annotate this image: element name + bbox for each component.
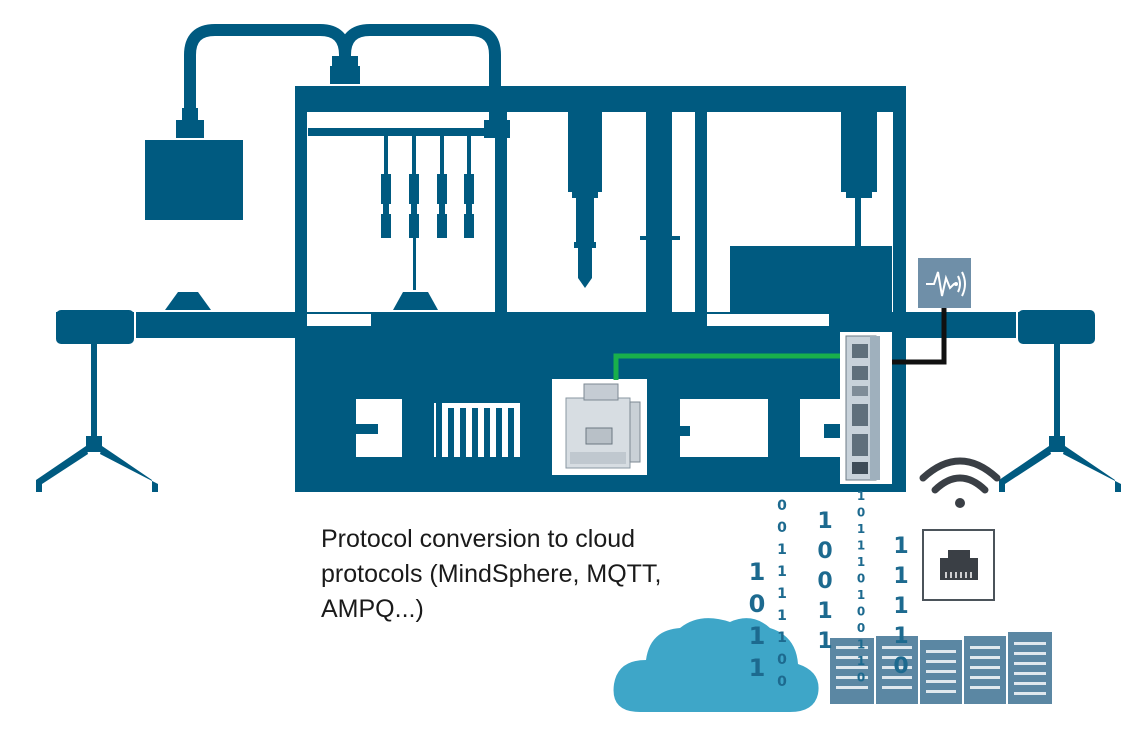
binary-digit: 0 [749, 590, 766, 618]
binary-digit: 1 [777, 608, 787, 624]
binary-digit: 1 [857, 654, 865, 668]
conveyor-leg-left [36, 344, 158, 492]
plc-module [552, 379, 647, 475]
binary-column: 1 0 1 1 1 0 1 0 0 1 1 0 [857, 489, 865, 685]
binary-digit: 1 [749, 622, 766, 650]
binary-digit: 1 [857, 489, 865, 503]
cloud-icon [613, 618, 819, 712]
binary-digit: 1 [817, 599, 832, 624]
binary-digit: 1 [893, 624, 908, 649]
binary-digit: 1 [893, 594, 908, 619]
gripper-rail [308, 128, 488, 136]
binary-digit: 1 [777, 630, 787, 646]
binary-digit: 1 [777, 564, 787, 580]
conveyor-leg-right [999, 344, 1121, 492]
binary-digit: 0 [777, 520, 787, 536]
black-cable [892, 306, 947, 365]
binary-digit: 0 [857, 506, 865, 520]
sensor-icon [918, 258, 971, 308]
caption-line: protocols (MindSphere, MQTT, [321, 560, 662, 588]
binary-digit: 1 [749, 654, 766, 682]
binary-column: 0 0 1 1 1 1 1 0 0 [777, 498, 787, 690]
binary-digit: 0 [777, 652, 787, 668]
compressor-box [145, 140, 243, 220]
ethernet-port-icon [922, 529, 995, 601]
caption-line: Protocol conversion to cloud [321, 525, 636, 553]
binary-digit: 1 [893, 534, 908, 559]
binary-digit: 1 [817, 509, 832, 534]
machine-frame-divider [495, 112, 507, 326]
machine-frame-left [295, 86, 307, 336]
stamping-station [730, 112, 892, 312]
overhead-tube-right [339, 24, 501, 122]
binary-digit: 1 [857, 522, 865, 536]
binary-digit: 1 [817, 629, 832, 654]
iot-gateway [840, 332, 892, 484]
binary-digit: 0 [777, 498, 787, 514]
binary-digit: 1 [893, 564, 908, 589]
conveyor-roller-left [56, 310, 134, 344]
machine-frame-top [295, 86, 906, 112]
binary-column: 1 0 0 1 1 [817, 509, 832, 654]
green-cable [613, 353, 846, 380]
binary-digit: 1 [857, 539, 865, 553]
binary-digit: 1 [857, 638, 865, 652]
server-rack-icon [830, 632, 1052, 704]
protocol-caption: Protocol conversion to cloud protocols (… [321, 522, 741, 627]
binary-digit: 0 [857, 605, 865, 619]
binary-digit: 0 [817, 539, 832, 564]
binary-digit: 0 [857, 671, 865, 685]
machine-frame-right [893, 86, 906, 326]
caption-line: AMPQ...) [321, 595, 424, 623]
wifi-icon [919, 457, 1001, 508]
conveyor-roller-right [1018, 310, 1095, 344]
binary-digit: 0 [817, 569, 832, 594]
binary-digit: 1 [777, 542, 787, 558]
machine-frame-divider [695, 112, 707, 326]
tube-connector [176, 120, 204, 138]
binary-digit: 0 [857, 572, 865, 586]
drill-station [568, 112, 680, 324]
binary-digit: 1 [857, 588, 865, 602]
binary-digit: 1 [857, 555, 865, 569]
binary-digit: 0 [893, 654, 908, 679]
tube-connector [332, 56, 358, 68]
tube-connector [182, 108, 198, 122]
binary-digit: 1 [777, 586, 787, 602]
workpiece [165, 292, 211, 310]
robot-gripper [381, 136, 474, 310]
binary-digit: 0 [777, 674, 787, 690]
binary-digit: 0 [857, 621, 865, 635]
binary-column: 1 0 1 1 [749, 558, 766, 682]
binary-column: 1 1 1 1 0 [893, 534, 908, 679]
tube-connector [330, 66, 360, 84]
binary-digit: 1 [749, 558, 766, 586]
